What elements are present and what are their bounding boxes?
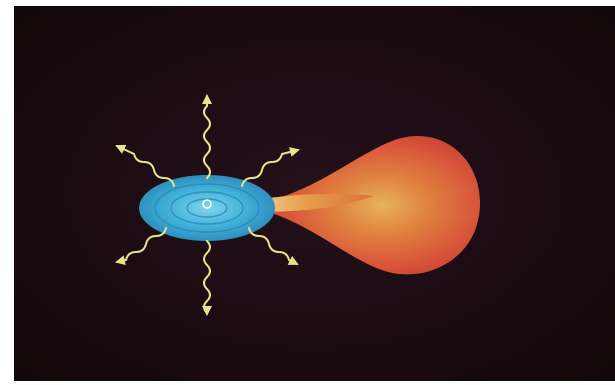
binary-star-illustration — [14, 6, 615, 381]
